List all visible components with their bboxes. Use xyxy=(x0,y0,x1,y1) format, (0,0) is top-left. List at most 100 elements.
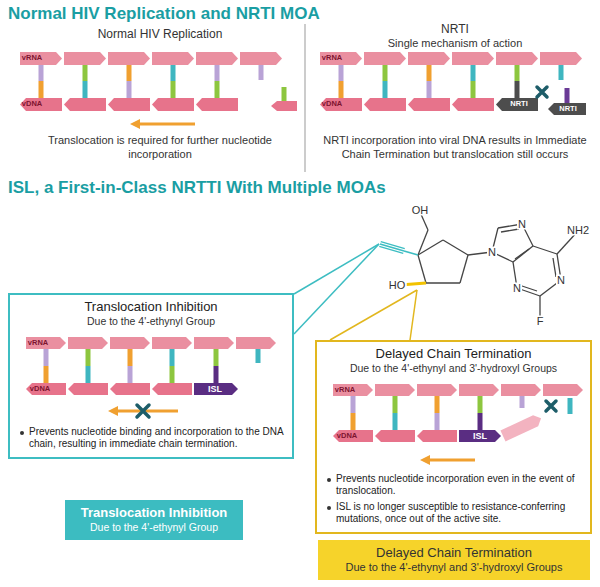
box-title: Translocation Inhibition xyxy=(18,299,284,315)
panel-title: Normal HIV Replication xyxy=(20,27,300,41)
nucleotide-bar xyxy=(86,366,91,383)
nucleotide-bar xyxy=(44,349,49,366)
chemical-bond xyxy=(515,249,529,259)
atom-label: NH2 xyxy=(566,225,590,236)
delayed-termination-illustration: vRNAvDNAISL xyxy=(325,378,591,470)
mechanism-tag: Delayed Chain TerminationDue to the 4'-e… xyxy=(318,540,590,580)
bullet-item: Prevents nucleotide incorporation even i… xyxy=(325,473,582,498)
strand-segment xyxy=(194,383,238,395)
leader-line xyxy=(294,244,379,334)
arrow-head xyxy=(108,406,118,416)
strand-segment xyxy=(452,52,494,65)
strand-segment xyxy=(333,384,373,396)
strand-segment xyxy=(64,98,106,111)
nucleotide-bar xyxy=(515,65,520,81)
panel-note: NRTI incorporation into viral DNA result… xyxy=(315,134,595,162)
box-title: Delayed Chain Termination xyxy=(324,545,584,561)
strand-label: vRNA xyxy=(22,54,42,62)
chemical-bond xyxy=(513,246,533,262)
block-mark xyxy=(546,401,556,411)
strand-segment xyxy=(496,52,538,65)
mechanism-box: Translocation InhibitionDue to the 4'-et… xyxy=(8,293,294,459)
strand-segment xyxy=(375,384,415,396)
strand-segment xyxy=(196,52,238,65)
panel-note: Translocation is required for further nu… xyxy=(25,134,295,162)
strand-segment xyxy=(320,98,362,111)
strand-segment xyxy=(110,383,150,395)
strand-segment xyxy=(240,52,282,65)
nucleotide-bar xyxy=(351,396,356,413)
nucleotide-bar xyxy=(559,65,564,80)
strand-segment xyxy=(20,52,62,65)
translocation-arrow xyxy=(136,123,195,126)
strand-segment xyxy=(543,384,583,396)
chemical-bond xyxy=(426,282,460,283)
strand-segment xyxy=(540,52,582,65)
strand-segment xyxy=(496,98,538,111)
strand-illustration xyxy=(18,331,284,423)
strand-segment xyxy=(459,430,501,442)
strand-segment xyxy=(364,52,406,65)
strand-segment xyxy=(333,430,373,442)
heading: ISL, a First-in-Class NRTTI With Multipl… xyxy=(8,178,386,198)
nucleotide-bar xyxy=(127,65,132,81)
strand-segment xyxy=(152,52,194,65)
panel-subtitle: Single mechanism of action xyxy=(325,37,585,51)
heading: Normal HIV Replication and NRTI MOA xyxy=(8,4,320,24)
strand-segment xyxy=(64,52,106,65)
atom-label: F xyxy=(536,316,545,327)
strand-segment xyxy=(408,52,450,65)
drug-label: ISL xyxy=(208,384,222,393)
strand-label: vDNA xyxy=(337,432,357,440)
nucleotide-bar xyxy=(339,81,344,98)
translocation-illustration: vRNA vDNA ISL xyxy=(18,331,284,423)
chemical-bond xyxy=(418,255,426,283)
strand-segment xyxy=(26,337,66,349)
strand-illustration xyxy=(20,52,586,129)
nucleotide-bar xyxy=(520,396,525,408)
nucleotide-bar xyxy=(435,396,440,413)
strand-segment xyxy=(236,337,276,349)
strand-segment xyxy=(68,337,108,349)
atom-label: HO xyxy=(388,280,407,291)
nucleotide-bar xyxy=(127,81,132,98)
atom-label: N xyxy=(487,247,497,258)
strand-segment xyxy=(152,98,194,111)
bullet-dot xyxy=(327,478,331,482)
box-title: Delayed Chain Termination xyxy=(325,346,582,362)
strand-label: vRNA xyxy=(28,339,48,347)
translocation-arrow xyxy=(426,458,475,461)
strand-segment xyxy=(26,383,66,395)
bullet-dot xyxy=(327,506,331,510)
strand-segment xyxy=(320,52,362,65)
chemical-bond xyxy=(460,255,468,283)
nucleotide-bar xyxy=(256,349,261,363)
nucleotide-bar xyxy=(478,413,483,430)
strand-segment xyxy=(68,383,108,395)
panel-title: NRTI xyxy=(325,22,585,36)
nucleotide-bar xyxy=(215,81,220,98)
nucleotide-bar xyxy=(339,65,344,81)
strand-segment xyxy=(271,101,297,111)
nucleotide-bar xyxy=(215,65,220,81)
nucleotide-bar xyxy=(170,349,175,366)
bullet-dot xyxy=(20,431,24,435)
nucleotide-bar xyxy=(383,65,388,81)
leader-line xyxy=(330,290,417,340)
box-subtitle: Due to the 4'-ethynyl and 3'-hydroxyl Gr… xyxy=(325,362,582,375)
strand-segment xyxy=(375,430,415,442)
strand-segment xyxy=(108,52,150,65)
strand-segment xyxy=(417,430,457,442)
strand-label: vDNA xyxy=(30,385,50,393)
strand-segment xyxy=(500,413,543,442)
arrow-head xyxy=(420,455,430,465)
strand-segment xyxy=(110,337,150,349)
block-mark xyxy=(137,405,149,417)
panel-divider xyxy=(305,24,306,172)
nucleotide-bar xyxy=(44,366,49,383)
strand-segment xyxy=(152,383,192,395)
nucleotide-bar xyxy=(86,349,91,366)
nucleotide-bar xyxy=(214,349,219,366)
ethynyl-bond xyxy=(404,251,418,255)
strand-illustration xyxy=(325,378,591,470)
